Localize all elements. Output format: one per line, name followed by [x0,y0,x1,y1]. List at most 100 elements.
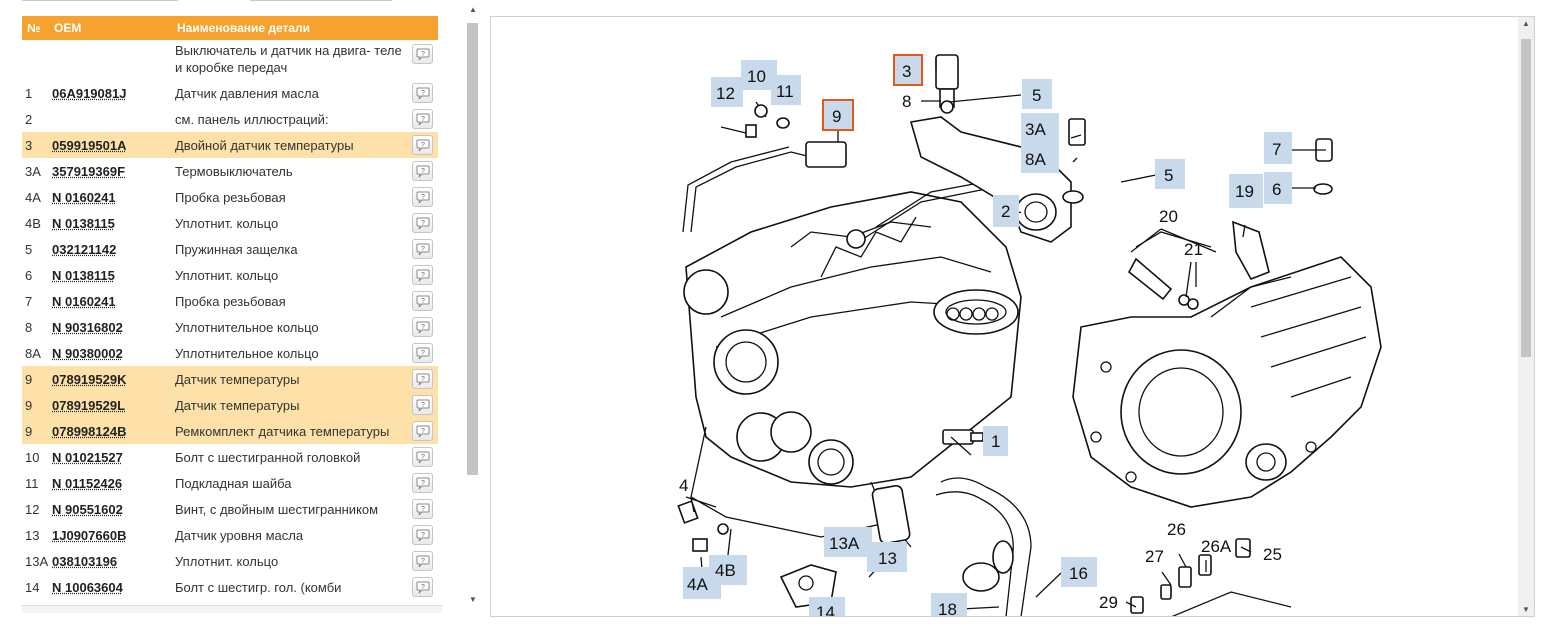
callout-11[interactable]: 11 [771,75,801,105]
oem-link[interactable]: N 0138115 [52,268,115,283]
callout-13a[interactable]: 13A [824,527,872,557]
oem-link[interactable]: N 01021527 [52,450,123,465]
info-button[interactable]: ? [412,239,433,259]
callout-8a[interactable]: 8A [1021,143,1059,173]
callout-12[interactable]: 12 [711,77,743,107]
oem-link[interactable]: 078919529K [52,372,127,387]
scroll-thumb[interactable] [1521,39,1531,357]
oem-link[interactable]: 357919369F [52,164,126,179]
oem-link[interactable]: 038103196 [52,554,118,569]
callout-6[interactable]: 6 [1264,172,1292,204]
callout-8: 8 [902,92,911,111]
oem-link[interactable]: N 90380002 [52,346,123,361]
info-button[interactable]: ? [412,83,433,103]
info-button[interactable]: ? [412,291,433,311]
callout-3[interactable]: 3 [893,54,923,86]
callout-7[interactable]: 7 [1264,132,1292,164]
oem-link[interactable]: N 0138115 [52,216,115,231]
callout-1[interactable]: 1 [983,426,1008,456]
callout-3a[interactable]: 3A [1021,113,1059,143]
scroll-down-icon[interactable]: ▼ [469,595,477,604]
oem-link[interactable]: 078919529L [52,398,126,413]
speech-bubble-question-icon: ? [416,191,430,204]
callout-18[interactable]: 18 [931,593,967,617]
scroll-down-icon[interactable]: ▼ [1522,605,1530,614]
info-button[interactable]: ? [412,213,433,233]
oem-link[interactable]: 06A919081J [52,86,127,101]
horizontal-scrollbar[interactable] [22,605,442,613]
oem-link[interactable]: 032121142 [52,242,117,257]
oem-link[interactable]: N 90551602 [52,502,123,517]
info-button[interactable]: ? [412,525,433,545]
oem-link[interactable]: N 0160241 [52,190,116,205]
callout-4b[interactable]: 4B [709,555,747,585]
svg-text:13: 13 [878,549,897,568]
diagram-scrollbar[interactable]: ▲ ▼ [1518,17,1534,616]
info-button[interactable]: ? [412,44,433,64]
scroll-up-icon[interactable]: ▲ [469,5,477,14]
callout-13[interactable]: 13 [867,542,907,572]
callout-27: 27 [1145,547,1164,566]
callout-2[interactable]: 2 [993,195,1019,227]
table-row[interactable]: Выключатель и датчик на двига- теле и ко… [22,40,438,80]
info-button[interactable]: ? [412,499,433,519]
oem-link[interactable]: 059919501A [52,138,127,153]
info-button[interactable]: ? [412,265,433,285]
info-button[interactable]: ? [412,161,433,181]
info-button[interactable]: ? [412,317,433,337]
part-name: Выключатель и датчик на двига- теле и ко… [175,43,402,75]
oem-link[interactable]: N 90316802 [52,320,123,335]
info-button[interactable]: ? [412,395,433,415]
callout-9[interactable]: 9 [822,99,854,131]
callout-19[interactable]: 19 [1229,174,1263,208]
info-button[interactable]: ? [412,369,433,389]
info-button[interactable]: ? [412,187,433,207]
part-name: Уплотнительное кольцо [175,320,319,335]
info-button[interactable]: ? [412,473,433,493]
info-button[interactable]: ? [412,447,433,467]
table-body: Выключатель и датчик на двига- теле и ко… [22,40,438,600]
callout-14[interactable]: 14 [809,597,845,617]
callout-5[interactable]: 5 [1022,79,1052,109]
svg-text:19: 19 [1235,182,1254,201]
info-button[interactable]: ? [412,577,433,597]
callout-5b[interactable]: 5 [1155,159,1185,189]
oem-link[interactable]: N 10063604 [52,580,123,595]
callout-16[interactable]: 16 [1061,557,1097,587]
scroll-up-icon[interactable]: ▲ [1522,19,1530,28]
speech-bubble-question-icon: ? [416,399,430,412]
info-button[interactable]: ? [412,343,433,363]
info-button[interactable]: ? [412,109,433,129]
oem-link[interactable]: 078998124B [52,424,127,439]
info-button[interactable]: ? [412,551,433,571]
info-button[interactable]: ? [412,135,433,155]
info-button[interactable]: ? [412,421,433,441]
oem-link[interactable]: N 01152426 [52,476,123,491]
oem-link[interactable]: N 0160241 [52,294,116,309]
oem-link[interactable]: 1J0907660B [52,528,127,543]
row-number: 13 [25,528,40,543]
part-name: Уплотнит. кольцо [175,216,279,231]
scroll-thumb[interactable] [467,23,478,475]
parts-list-scrollbar[interactable]: ▲ ▼ [465,5,480,607]
